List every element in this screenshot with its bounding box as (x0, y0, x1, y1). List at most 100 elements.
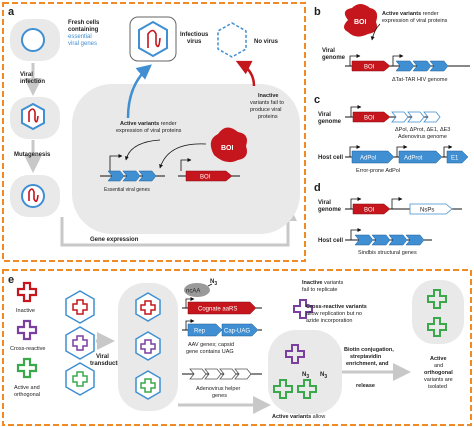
panel-d-sindbis: Sindbis structural genes (358, 250, 417, 256)
virion-cross-reactive-gene (72, 335, 88, 351)
panel-d-promoter-2 (391, 197, 403, 209)
essential-promoter (109, 154, 123, 171)
panel-c-deleted-gene-2 (407, 111, 425, 123)
panel-b-active-line2: expression of viral proteins (382, 18, 448, 24)
panel-c-genome: genome (318, 119, 342, 125)
panel-b-boi-gene-label: BOI (364, 65, 375, 71)
panel-c-adpol-label: AdPol (360, 156, 376, 162)
aav-caption-2: gene contains UAG (186, 349, 234, 355)
panel-c-adpol-gene (351, 150, 395, 164)
biotin-label-1: Biotin conjugation, (344, 347, 394, 353)
cognate-aars-label: Cognate aaRS (198, 307, 237, 313)
replicated-active-icon-1 (273, 379, 293, 399)
panel-a: a Viral infection Mutagenesis Gene expre… (2, 2, 306, 262)
panel-c-host-promoter-2 (396, 145, 408, 157)
panel-d-letter: d (314, 182, 321, 194)
boi-protein-label: BOI (221, 145, 234, 152)
panel-d-nsps-label: NsPs (420, 208, 434, 214)
cell-virion-cross (135, 331, 161, 361)
biotin-label-3: enrichment, and (346, 361, 388, 367)
panel-b: b BOI Viral genome Active variants rende… (314, 4, 470, 83)
panel-c-adprot-label: AdProt (404, 156, 423, 162)
mutagenesis-label: Mutagenesis (14, 152, 51, 158)
cell-virion-inactive-gene (140, 300, 156, 315)
cognate-aars-gene (187, 301, 257, 315)
adeno-helper-caption-2: genes (212, 393, 227, 399)
panel-d-nsps-gene (409, 203, 453, 215)
result-label-3: orthogonal (424, 370, 453, 376)
boi-gene (185, 170, 233, 182)
panel-b-boi-label: BOI (354, 19, 367, 26)
arrow-gene-expression (60, 203, 297, 247)
panel-c-adeno-caption-2: Adenovirus genome (398, 134, 447, 140)
cross-variants-bold: Cross-reactive variants (306, 304, 367, 310)
legend-inactive-icon (16, 281, 38, 303)
active-to-genes-arrow (124, 139, 161, 161)
panel-c-e1-label: E1 (451, 156, 459, 162)
aars-promoter (185, 297, 195, 308)
result-label-4: variants are (424, 377, 453, 383)
result-label-2: and (434, 363, 443, 369)
panel-c-host-cell: Host cell (318, 155, 343, 161)
infectious-virus-label: Infectious (180, 32, 209, 38)
panel-e: e Inactive Cross-reactive Active and ort… (2, 269, 472, 426)
transduction-label-1: Viral (96, 354, 109, 360)
panel-d-genome: genome (318, 207, 342, 213)
cell-virion-active (135, 370, 161, 400)
panel-b-hiv-caption: ΔTat-TAR HIV genome (392, 77, 448, 83)
legend-cross-reactive-icon (16, 319, 38, 341)
result-active-icon-1 (427, 289, 447, 309)
aav-caption-1: AAV genes; capsid (188, 342, 234, 348)
result-label-1: Active (430, 356, 447, 362)
panel-c-boi-gene-label: BOI (364, 116, 375, 122)
viral-infection-label: Viral (20, 72, 33, 78)
virion-inactive (65, 290, 95, 324)
virion-active-gene (72, 371, 88, 387)
panel-b-viral: Viral (322, 48, 335, 54)
panel-b-active-text: Active variants render (382, 11, 439, 17)
mutated-cell-icon (21, 184, 45, 208)
panel-d-struct-gene-4 (405, 234, 425, 246)
panel-c-adeno-caption-1: ΔPol, ΔProt, ΔE1, ΔE3 (395, 127, 450, 133)
infectious-virus-label-2: virus (187, 39, 202, 45)
fresh-cell-icon (21, 28, 45, 52)
active-variants-text: Active variants render (120, 121, 177, 127)
panel-b-activation-arrow (370, 23, 381, 41)
boi-protein-blob (210, 127, 247, 163)
infectious-virus-hexagon (138, 20, 168, 58)
arrow-to-novirus (235, 60, 256, 87)
biotin-label-4: release (356, 383, 375, 389)
boi-gene-label: BOI (200, 175, 211, 181)
panel-b-letter: b (314, 6, 321, 18)
panel-a-letter: a (8, 6, 15, 18)
inactive-line4: proteins (258, 114, 278, 120)
viral-infection-label-2: infection (20, 79, 45, 85)
cell-virion-inactive (135, 292, 161, 322)
panel-d-promoter-1 (350, 197, 362, 209)
result-label-5: isolated (428, 384, 447, 390)
panel-a-border (2, 2, 306, 262)
virion-inactive-gene (72, 299, 88, 315)
panel-e-letter: e (8, 274, 14, 286)
cross-variants-line3: azide incorporation (306, 318, 352, 324)
helper-gene-3 (219, 368, 237, 380)
essential-gene-1 (107, 170, 125, 182)
panel-d-viral: Viral (318, 200, 331, 206)
essential-gene-3 (138, 170, 157, 182)
legend-inactive-label: Inactive (16, 308, 35, 314)
panel-d-host-cell: Host cell (318, 238, 343, 244)
replicated-cross-icon (285, 344, 305, 364)
panel-b-promoter-1 (349, 54, 361, 66)
panel-b-boi-blob (344, 4, 378, 37)
cross-variants-line2: allow replication but no (306, 311, 362, 317)
legend-active-label-1: Active and (14, 385, 40, 391)
essential-gene-2 (122, 170, 141, 182)
replicated-active-icon-2 (297, 379, 317, 399)
panel-c-promoter (350, 105, 362, 117)
panel-b-hiv-gene-2 (412, 60, 432, 72)
panel-c: c Viral genome BOI ΔPol, ΔProt, ΔE1, ΔE3… (314, 94, 469, 174)
azide-label-1: N3 (302, 372, 309, 380)
essential-label: essential (68, 34, 92, 40)
active-variants-e-text: Active variants allow (272, 414, 325, 420)
